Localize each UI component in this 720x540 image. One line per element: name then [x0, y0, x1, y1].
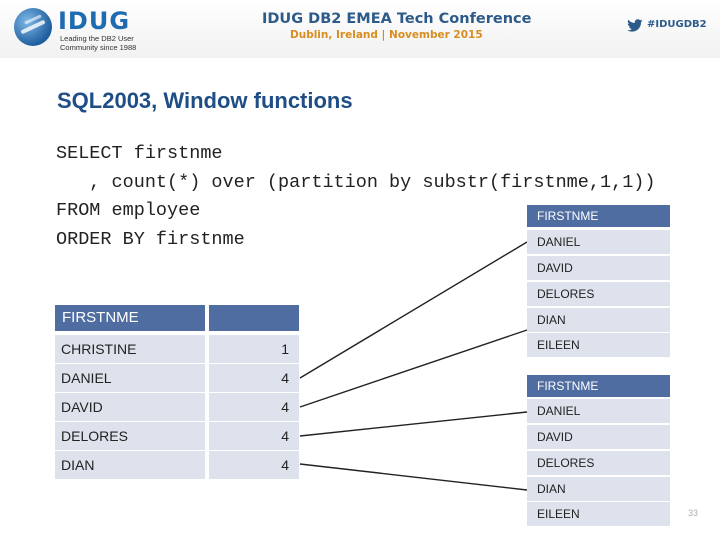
result-table-top-row: DELORES	[527, 282, 670, 306]
count-table-count-cell: 4	[209, 422, 299, 450]
tagline-line-1: Leading the DB2 User	[60, 34, 134, 43]
conference-title: IDUG DB2 EMEA Tech Conference	[262, 11, 532, 27]
result-table-top-header: FIRSTNME	[527, 205, 670, 227]
tagline-line-2: Community since 1988	[60, 42, 137, 52]
count-table-name-cell: DELORES	[55, 422, 205, 450]
conference-banner: IDUG Leading the DB2 User Community sinc…	[0, 0, 720, 58]
result-table-top-row: DANIEL	[527, 230, 670, 254]
count-table-name-cell: DIAN	[55, 451, 205, 479]
slide-number: 33	[688, 508, 699, 518]
idug-logo-text: IDUG	[58, 7, 131, 35]
conference-subtitle: Dublin, Ireland | November 2015	[290, 29, 483, 41]
result-table-bottom-row: DAVID	[527, 425, 670, 449]
count-table-name-cell: DANIEL	[55, 364, 205, 392]
code-line-3: FROM employee	[56, 200, 201, 221]
twitter-bird-icon	[627, 19, 643, 32]
count-table-count-cell: 4	[209, 393, 299, 421]
slide-title: SQL2003, Window functions	[57, 88, 353, 113]
connector-david	[299, 329, 528, 408]
connector-dian	[299, 463, 528, 491]
globe-logo-icon	[14, 8, 52, 46]
count-table-header-firstnme: FIRSTNME	[55, 305, 205, 331]
count-table-count-cell: 4	[209, 364, 299, 392]
result-table-bottom-header: FIRSTNME	[527, 375, 670, 397]
result-table-top-row: DAVID	[527, 256, 670, 280]
count-table-count-cell: 4	[209, 451, 299, 479]
logo-tagline: Leading the DB2 User Community since 198…	[60, 34, 170, 52]
connector-delores	[299, 411, 528, 437]
result-table-bottom-row: DANIEL	[527, 399, 670, 423]
result-table-bottom-row: DIAN	[527, 477, 670, 501]
count-table-count-cell: 1	[209, 335, 299, 363]
connector-danile	[299, 241, 528, 379]
twitter-hashtag: #IDUGDB2	[647, 19, 707, 30]
count-table-name-cell: CHRISTINE	[55, 335, 205, 363]
count-table-header-count	[209, 305, 299, 331]
code-line-4: ORDER BY firstnme	[56, 229, 245, 250]
count-table-name-cell: DAVID	[55, 393, 205, 421]
result-table-bottom-row: DELORES	[527, 451, 670, 475]
code-line-2: , count(*) over (partition by substr(fir…	[56, 172, 656, 193]
result-table-top-row: DIAN	[527, 308, 670, 332]
result-table-top-row: EILEEN	[527, 333, 670, 357]
result-table-bottom-row: EILEEN	[527, 502, 670, 526]
code-line-1: SELECT firstnme	[56, 143, 223, 164]
